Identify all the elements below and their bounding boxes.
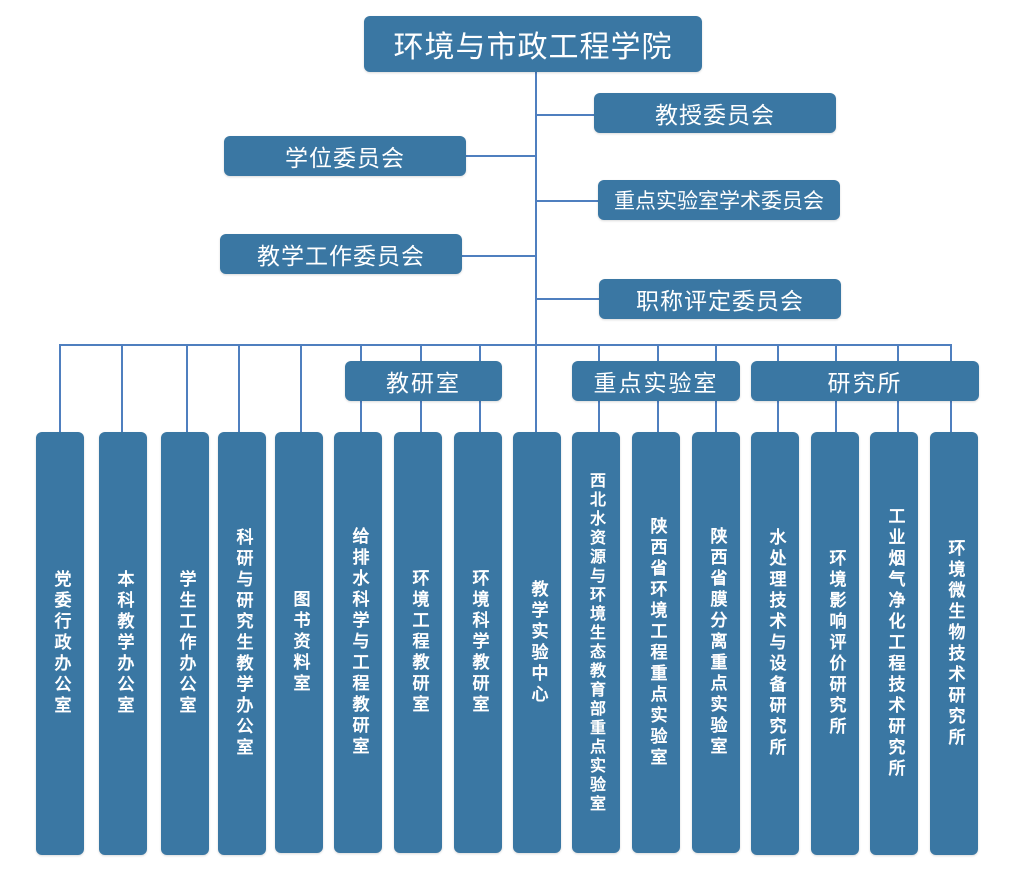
connector-line [535, 298, 600, 300]
unit-env-engineering: 环境工程教研室 [394, 432, 442, 853]
committee-title-evaluation: 职称评定委员会 [599, 279, 841, 319]
unit-env-science: 环境科学教研室 [454, 432, 502, 853]
bus-line [59, 344, 952, 346]
unit-student-affairs-office: 学生工作办公室 [161, 432, 209, 855]
group-institutes: 研究所 [751, 361, 979, 401]
unit-library: 图书资料室 [275, 432, 323, 853]
committee-teaching: 教学工作委员会 [220, 234, 462, 274]
unit-party-admin-office: 党委行政办公室 [36, 432, 84, 855]
drop-line [238, 344, 240, 432]
trunk-line [535, 72, 537, 432]
committee-degree: 学位委员会 [224, 136, 466, 176]
committee-key-lab-academic: 重点实验室学术委员会 [598, 180, 840, 220]
unit-shaanxi-env-lab: 陕西省环境工程重点实验室 [632, 432, 680, 853]
unit-water-treatment-institute: 水处理技术与设备研究所 [751, 432, 799, 855]
unit-water-supply-drainage: 给排水科学与工程教研室 [334, 432, 382, 853]
unit-shaanxi-membrane-lab: 陕西省膜分离重点实验室 [692, 432, 740, 853]
unit-eia-institute: 环境影响评价研究所 [811, 432, 859, 855]
unit-flue-gas-institute: 工业烟气净化工程技术研究所 [870, 432, 918, 855]
drop-line [121, 344, 123, 432]
unit-research-grad-office: 科研与研究生教学办公室 [218, 432, 266, 855]
unit-env-microbiology-institute: 环境微生物技术研究所 [930, 432, 978, 855]
root-node: 环境与市政工程学院 [364, 16, 702, 72]
connector-line [466, 155, 536, 157]
group-teaching: 教研室 [345, 361, 502, 401]
group-labs: 重点实验室 [572, 361, 740, 401]
connector-line [535, 200, 600, 202]
committee-professors: 教授委员会 [594, 93, 836, 133]
unit-teaching-lab-center: 教学实验中心 [513, 432, 561, 853]
drop-line [300, 344, 302, 432]
drop-line [186, 344, 188, 432]
connector-line [462, 255, 536, 257]
connector-line [535, 114, 595, 116]
drop-line [59, 344, 61, 432]
unit-undergrad-office: 本科教学办公室 [99, 432, 147, 855]
unit-moe-key-lab: 西北水资源与环境生态教育部重点实验室 [572, 432, 620, 853]
